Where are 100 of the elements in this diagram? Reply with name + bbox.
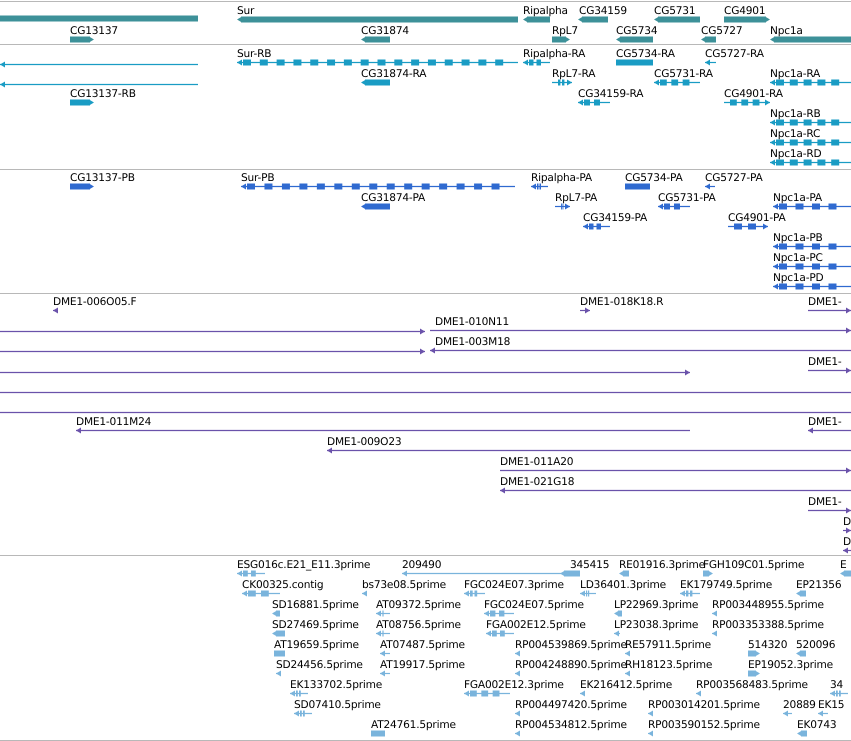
- feature-label: CG5734: [616, 24, 658, 36]
- feature-label: LP22969.3prime: [614, 598, 698, 610]
- feature-label: SD27469.5prime: [272, 618, 359, 630]
- feature-label: CG5734-RA: [616, 48, 675, 60]
- feature-label: RP004248890.5prime: [515, 658, 627, 670]
- feature-label: Npc1a-PD: [773, 272, 824, 284]
- feature-label: SD07410.5prime: [294, 698, 381, 710]
- feature-label: FGH109C01.5prime: [703, 558, 804, 570]
- feature-label: RP003353388.5prime: [712, 618, 824, 630]
- feature-label: Ripalpha: [523, 4, 568, 16]
- feature-label: CG5731: [654, 4, 696, 16]
- feature-label: RP004497420.5prime: [515, 698, 627, 710]
- feature-label: CG5734-PA: [625, 172, 683, 184]
- feature-label: 520096: [796, 638, 836, 650]
- feature-label: CG13137-PB: [70, 172, 135, 184]
- feature-label: RH18123.5prime: [625, 658, 712, 670]
- feature-label: EK15: [818, 698, 844, 710]
- feature-label: FGC024E07.5prime: [484, 598, 584, 610]
- feature-label: DME1-011A20: [500, 456, 574, 468]
- feature-label: Npc1a-RC: [770, 128, 820, 140]
- feature-label: RE01916.3prime: [619, 558, 705, 570]
- feature-label: RpL7-PA: [555, 192, 598, 204]
- feature-label: CG5727-RA: [705, 48, 764, 60]
- feature-label: 20889: [783, 698, 816, 710]
- feature-label: Npc1a: [770, 24, 803, 36]
- feature-label: AT07487.5prime: [380, 638, 465, 650]
- feature-label: CG5727: [701, 24, 742, 36]
- feature-label: RP003448955.5prime: [712, 598, 824, 610]
- feature-label: Npc1a-PC: [773, 252, 823, 264]
- feature-label: RP003590152.5prime: [648, 718, 760, 730]
- feature-label: bs73e08.5prime: [362, 578, 446, 590]
- feature-label: Npc1a-PB: [773, 232, 823, 244]
- feature-label: D: [843, 536, 851, 548]
- feature-label: Sur-PB: [241, 172, 274, 184]
- feature-label: FGC024E07.3prime: [464, 578, 564, 590]
- feature-label: CG34159-RA: [578, 88, 644, 100]
- feature-label: RP004534812.5prime: [515, 718, 627, 730]
- feature-label: DME1-: [808, 296, 842, 308]
- feature-label: RE57911.5prime: [625, 638, 711, 650]
- feature-label: AT08756.5prime: [376, 618, 461, 630]
- feature-label: Npc1a-RB: [770, 108, 821, 120]
- feature-label: RP003568483.5prime: [696, 678, 808, 690]
- feature-label: RpL7: [552, 24, 578, 36]
- feature-label: EP19052.3prime: [748, 658, 833, 670]
- feature-label: DME1-021G18: [500, 476, 574, 488]
- feature-label: SD16881.5prime: [272, 598, 359, 610]
- feature-label: DME1-011M24: [76, 416, 152, 428]
- feature-label: FGA002E12.5prime: [486, 618, 586, 630]
- feature-label: Ripalpha-RA: [523, 48, 586, 60]
- feature-label: LD36401.3prime: [580, 578, 666, 590]
- feature-label: CG5731-PA: [658, 192, 716, 204]
- feature-label: 34: [830, 678, 844, 690]
- feature-label: SD24456.5prime: [276, 658, 363, 670]
- feature-label: CG5727-PA: [705, 172, 763, 184]
- feature-label: DME1-: [808, 356, 842, 368]
- feature-label: CG31874-PA: [361, 192, 426, 204]
- feature-label: AT24761.5prime: [371, 718, 456, 730]
- feature-label: CG13137-RB: [70, 88, 136, 100]
- feature-label: CK00325.contig: [242, 578, 324, 590]
- feature-label: EK216412.5prime: [580, 678, 672, 690]
- feature-label: CG4901-RA: [724, 88, 783, 100]
- feature-label: E: [840, 558, 846, 570]
- feature-label: DME1-003M18: [435, 336, 510, 348]
- feature-label: CG5731-RA: [654, 68, 713, 80]
- feature-label: D: [843, 516, 851, 528]
- feature-label: Sur-RB: [237, 48, 272, 60]
- feature-label: DME1-: [808, 416, 842, 428]
- feature-label: EK133702.5prime: [290, 678, 382, 690]
- feature-label: DME1-006O05.F: [53, 296, 136, 308]
- feature-label: Npc1a-RA: [770, 68, 820, 80]
- feature-label: Npc1a-RD: [770, 148, 822, 160]
- feature-label: CG31874: [361, 24, 409, 36]
- feature-label: CG4901: [724, 4, 766, 16]
- feature-label: LP23038.3prime: [614, 618, 698, 630]
- feature-label: CG31874-RA: [361, 68, 426, 80]
- feature-label: ESG016c.E21_E11.3prime: [237, 558, 370, 570]
- feature-label: 209490: [402, 558, 442, 570]
- feature-label: CG34159: [579, 4, 627, 16]
- feature-label: EP21356: [796, 578, 842, 590]
- feature-label: CG13137: [70, 24, 118, 36]
- feature-label: DME1-: [808, 496, 842, 508]
- feature-label: Ripalpha-PA: [531, 172, 592, 184]
- feature-label: RP003014201.5prime: [648, 698, 760, 710]
- feature-label: AT19659.5prime: [274, 638, 359, 650]
- feature-label: EK179749.5prime: [680, 578, 772, 590]
- feature-label: RP004539869.5prime: [515, 638, 627, 650]
- feature-label: Npc1a-PA: [773, 192, 822, 204]
- feature-label: DME1-009O23: [327, 436, 402, 448]
- feature-label: Sur: [237, 4, 254, 16]
- feature-label: DME1-018K18.R: [580, 296, 664, 308]
- feature-label: AT19917.5prime: [380, 658, 465, 670]
- feature-label: 345415: [570, 558, 610, 570]
- feature-label: FGA002E12.3prime: [464, 678, 564, 690]
- feature-label: EK0743: [797, 718, 836, 730]
- feature-label: CG34159-PA: [583, 212, 648, 224]
- feature-label: 514320: [748, 638, 788, 650]
- feature-label: CG4901-PA: [728, 212, 786, 224]
- feature-label: RpL7-RA: [552, 68, 596, 80]
- feature-label: DME1-010N11: [435, 316, 509, 328]
- feature-label: AT09372.5prime: [376, 598, 461, 610]
